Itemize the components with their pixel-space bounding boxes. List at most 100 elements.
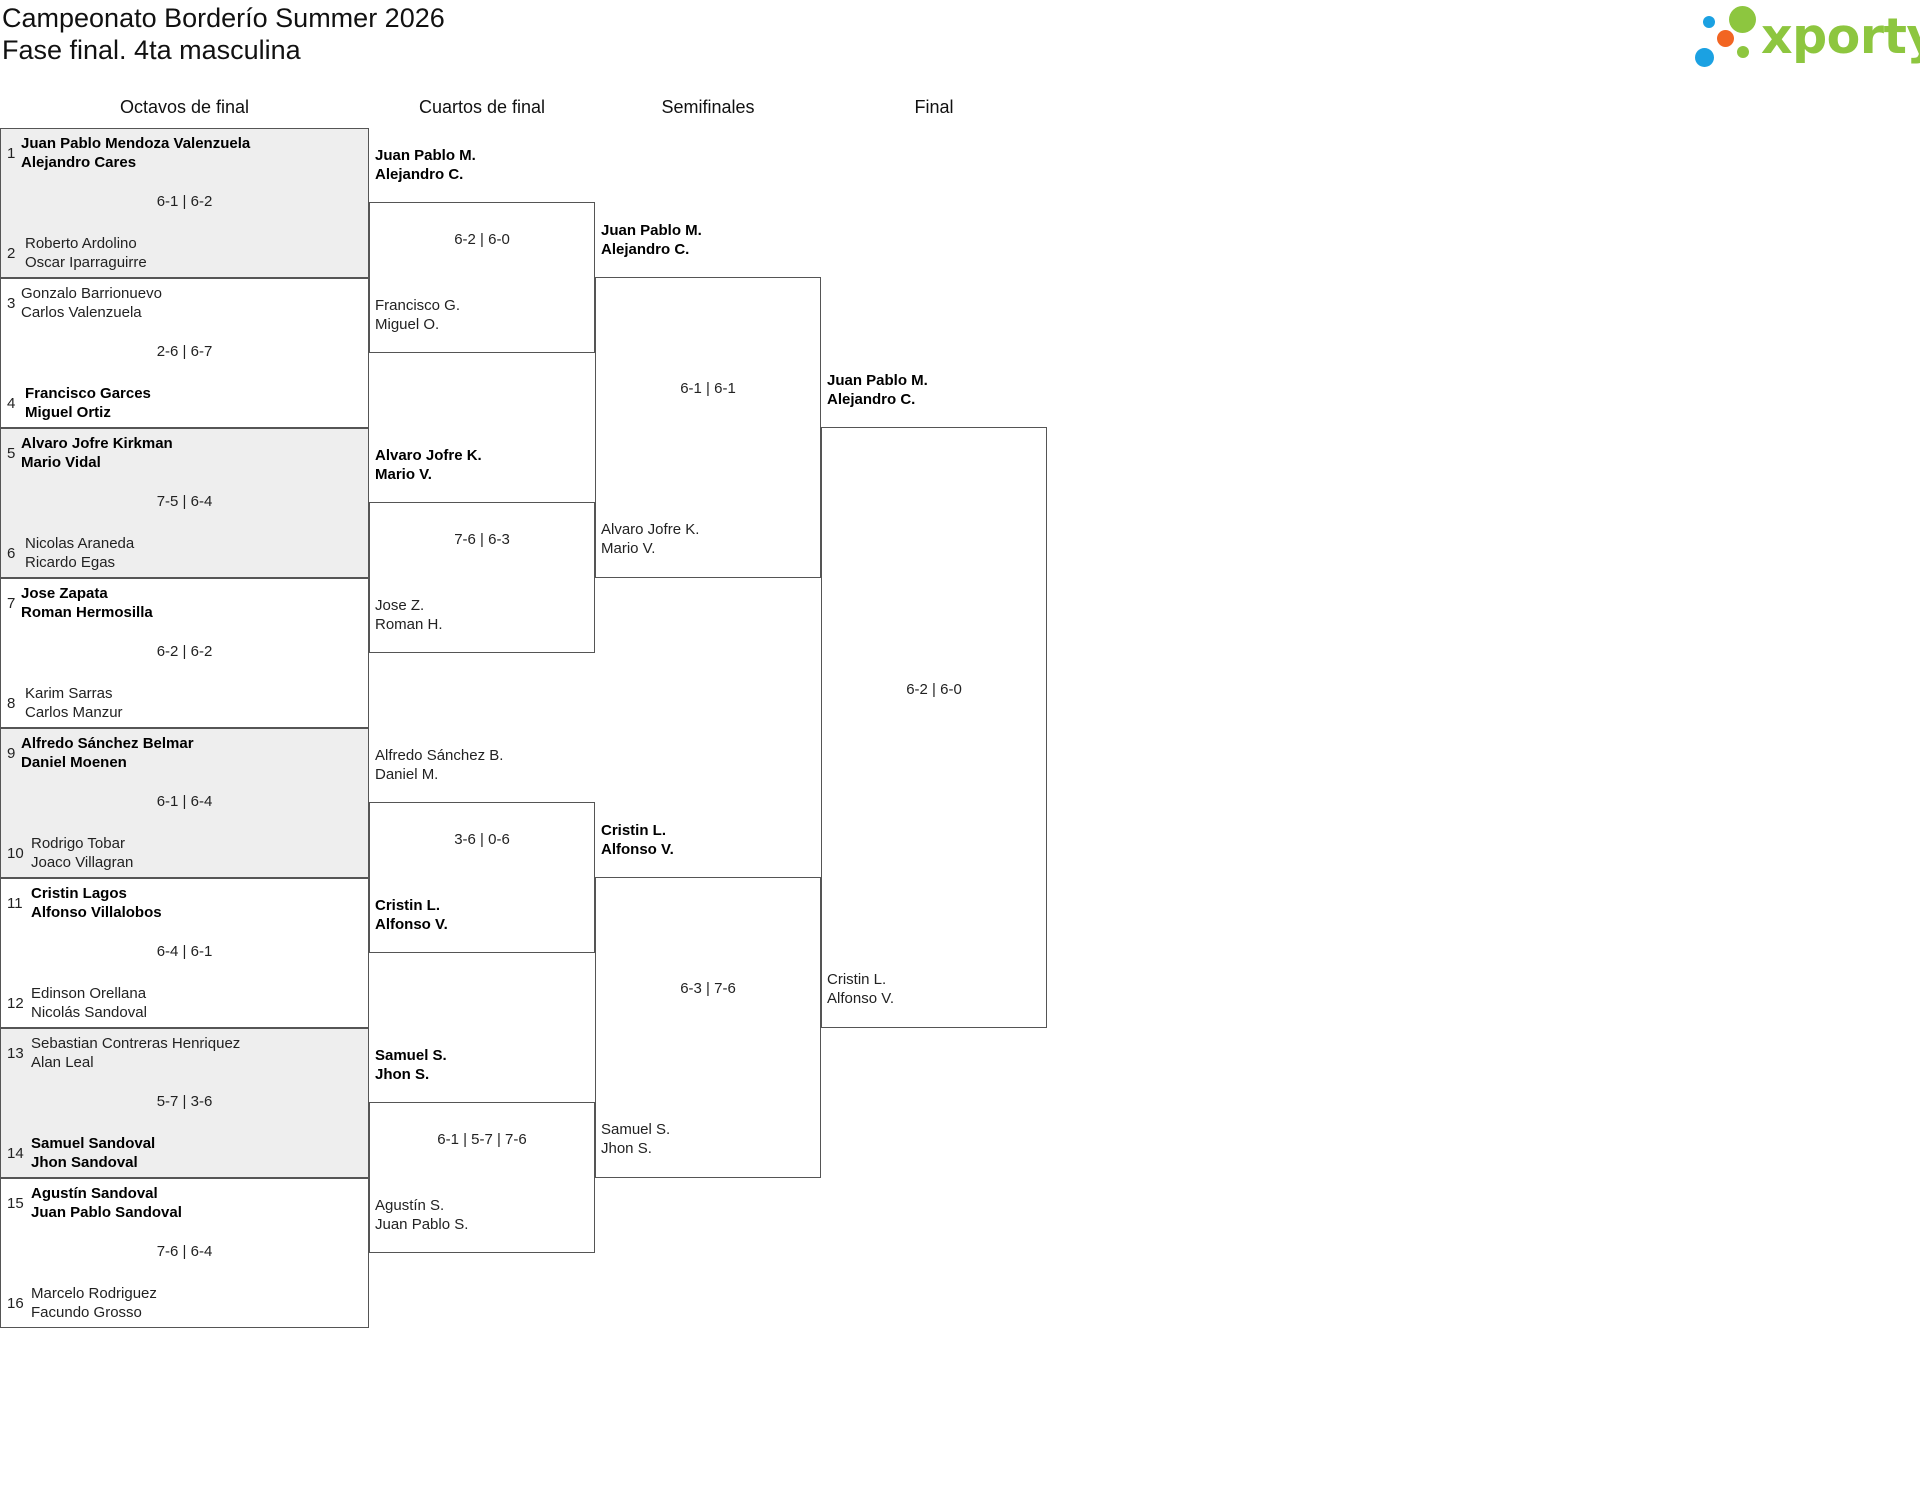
phase-subtitle: Fase final. 4ta masculina bbox=[2, 35, 301, 65]
player-name: Alfonso V. bbox=[601, 841, 674, 858]
player-name: Juan Pablo M. bbox=[601, 222, 702, 239]
player-name: Marcelo Rodriguez bbox=[31, 1285, 157, 1302]
match-score: 7-6 | 6-3 bbox=[454, 531, 510, 548]
match-score: 3-6 | 0-6 bbox=[454, 831, 510, 848]
player-name: Facundo Grosso bbox=[31, 1304, 142, 1321]
logo-dot-blue-small bbox=[1703, 16, 1715, 28]
seed-number: 9 bbox=[7, 745, 16, 762]
team-top: Juan Pablo M.Alejandro C. bbox=[375, 146, 476, 184]
player-name: Mario Vidal bbox=[21, 454, 101, 471]
player-name: Jose Zapata bbox=[21, 585, 108, 602]
match-box-qf: 6-2 | 6-0 bbox=[369, 202, 595, 353]
seed-number: 4 bbox=[7, 395, 16, 412]
round-header-final: Final bbox=[914, 97, 954, 117]
player-name: Juan Pablo S. bbox=[375, 1216, 469, 1233]
seed-number: 1 bbox=[7, 145, 16, 162]
seed-number: 6 bbox=[7, 545, 16, 562]
seed-number: 5 bbox=[7, 445, 16, 462]
team-top: Juan Pablo M.Alejandro C. bbox=[601, 221, 702, 259]
player-name: Jose Z. bbox=[375, 597, 425, 614]
player-name: Cristin L. bbox=[375, 897, 441, 914]
seed-number: 11 bbox=[7, 895, 23, 912]
player-name: Roberto Ardolino bbox=[25, 235, 137, 252]
seed-number: 3 bbox=[7, 295, 16, 312]
match-box-qf: 3-6 | 0-6 bbox=[369, 802, 595, 953]
match-score: 7-6 | 6-4 bbox=[156, 1243, 213, 1260]
player-name: Carlos Manzur bbox=[25, 704, 123, 721]
player-name: Samuel S. bbox=[601, 1121, 671, 1138]
seed-number: 14 bbox=[7, 1145, 24, 1162]
player-name: Juan Pablo M. bbox=[375, 147, 476, 164]
player-name: Edinson Orellana bbox=[31, 985, 147, 1002]
xporty-logo: xporty bbox=[1693, 4, 1920, 67]
match-box-qf: 7-6 | 6-3 bbox=[369, 502, 595, 653]
team-bottom: Jose Z. Roman H. bbox=[375, 596, 443, 634]
match-score: 6-3 | 7-6 bbox=[680, 980, 736, 997]
player-name: Cristin L. bbox=[827, 971, 887, 988]
player-name: Cristin Lagos bbox=[31, 885, 127, 902]
team-bottom: Cristin L.Alfonso V. bbox=[375, 896, 448, 934]
player-name: Ricardo Egas bbox=[25, 554, 116, 571]
player-name: Rodrigo Tobar bbox=[31, 835, 125, 852]
logo-wordmark: xporty bbox=[1761, 8, 1920, 65]
round-header-cuartos: Cuartos de final bbox=[418, 97, 546, 117]
player-name: Roman H. bbox=[375, 616, 443, 633]
player-name: Alvaro Jofre K. bbox=[375, 447, 482, 464]
team-top: Alvaro Jofre K.Mario V. bbox=[375, 446, 482, 484]
logo-dot-blue bbox=[1695, 48, 1714, 67]
seed-number: 16 bbox=[7, 1295, 24, 1312]
match-score: 6-2 | 6-0 bbox=[906, 681, 962, 698]
team-bottom: Agustín S.Juan Pablo S. bbox=[375, 1196, 468, 1234]
player-name: Gonzalo Barrionuevo bbox=[21, 285, 162, 302]
player-name: Samuel Sandoval bbox=[31, 1135, 156, 1152]
match-score: 2-6 | 6-7 bbox=[156, 343, 213, 360]
player-name: Oscar Iparraguirre bbox=[25, 254, 147, 271]
match-score: 6-1 | 6-4 bbox=[156, 793, 213, 810]
player-name: Karim Sarras bbox=[25, 685, 113, 702]
seed-number: 10 bbox=[7, 845, 24, 862]
seed-number: 8 bbox=[7, 695, 16, 712]
logo-dot-orange bbox=[1717, 30, 1734, 47]
team-top: Cristin L.Alfonso V. bbox=[601, 821, 674, 859]
seed-number: 12 bbox=[7, 995, 24, 1012]
match-score: 7-5 | 6-4 bbox=[156, 493, 213, 510]
team-top: Samuel S.Jhon S. bbox=[375, 1046, 447, 1084]
player-name: Juan Pablo Mendoza Valenzuela bbox=[21, 135, 251, 152]
player-name: Alan Leal bbox=[31, 1054, 94, 1071]
player-name: Agustín Sandoval bbox=[31, 1185, 158, 1202]
match-score: 6-2 | 6-0 bbox=[454, 231, 510, 248]
team-bottom: Samuel S.Jhon S. bbox=[601, 1120, 670, 1158]
player-name: Daniel Moenen bbox=[21, 754, 127, 771]
player-name: Miguel Ortiz bbox=[25, 404, 111, 421]
match-box-final: 6-2 | 6-0 bbox=[821, 427, 1047, 1028]
logo-dot-green-small bbox=[1737, 46, 1749, 58]
player-name: Francisco Garces bbox=[25, 385, 151, 402]
player-name: Nicolas Araneda bbox=[25, 535, 135, 552]
seed-number: 15 bbox=[7, 1195, 24, 1212]
player-name: Joaco Villagran bbox=[31, 854, 134, 871]
player-name: Juan Pablo Sandoval bbox=[31, 1204, 182, 1221]
player-name: Alejandro Cares bbox=[21, 154, 137, 171]
match-score: 6-2 | 6-2 bbox=[156, 643, 213, 660]
seed-number: 2 bbox=[7, 245, 16, 262]
match-score: 5-7 | 3-6 bbox=[156, 1093, 213, 1110]
player-name: Alejandro C. bbox=[827, 391, 916, 408]
player-name: Nicolás Sandoval bbox=[31, 1004, 147, 1021]
player-name: Samuel S. bbox=[375, 1047, 447, 1064]
player-name: Alvaro Jofre Kirkman bbox=[21, 435, 173, 452]
team-bottom: Francisco G.Miguel O. bbox=[375, 296, 460, 334]
